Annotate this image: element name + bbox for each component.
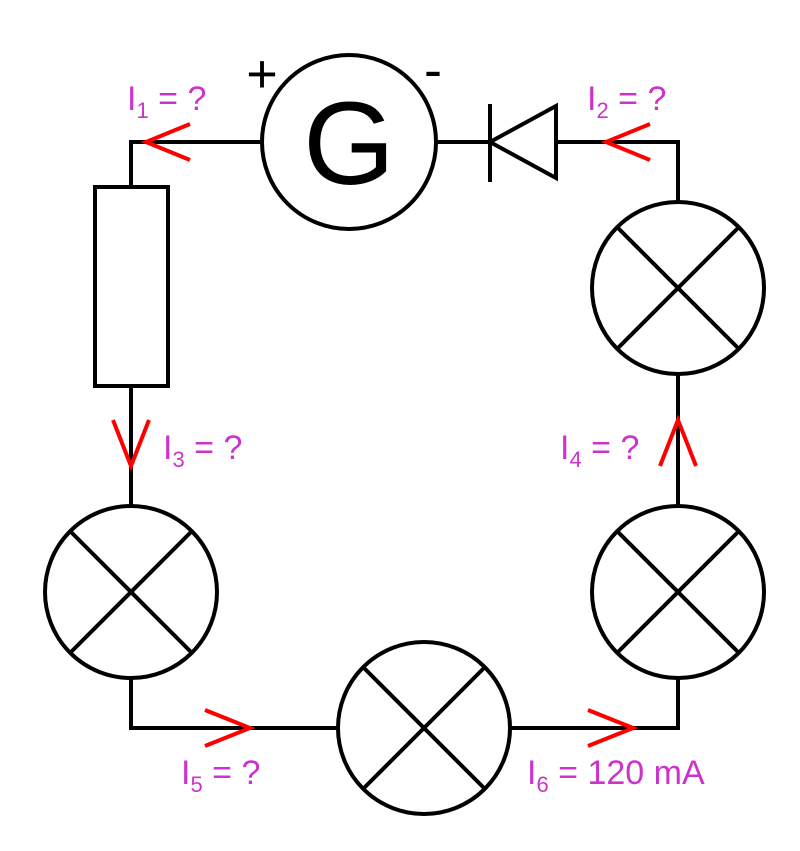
arrow-i4-up — [658, 414, 698, 467]
generator-letter: G — [303, 78, 395, 210]
minus-terminal: - — [424, 40, 442, 100]
wires — [129, 140, 680, 730]
label-i1: I1 = ? — [127, 80, 206, 123]
arrow-i2-left — [600, 122, 651, 162]
label-i2-index: 2 — [596, 98, 608, 123]
lamp-cross — [615, 529, 741, 655]
label-i6-index: 6 — [536, 772, 548, 797]
wire-top-left — [129, 140, 262, 187]
lamp-right-top — [590, 200, 766, 376]
arrow-i1-left — [140, 122, 191, 162]
generator: G + - — [246, 40, 442, 231]
label-i2-letter: I — [587, 80, 596, 118]
label-i1-value: = ? — [149, 80, 207, 118]
lamp-cross — [361, 665, 487, 791]
label-i4-index: 4 — [569, 447, 581, 472]
lamp-cross — [615, 225, 741, 351]
lamp-bottom — [336, 640, 512, 816]
label-i2-value: = ? — [609, 80, 667, 118]
label-i4-value: = ? — [582, 429, 640, 467]
wire-bottom-left — [129, 678, 338, 730]
diode-triangle — [485, 102, 558, 182]
label-i5-index: 5 — [190, 772, 202, 797]
wire-bottom-right — [509, 678, 680, 730]
label-i1-index: 1 — [136, 98, 148, 123]
label-i6: I6 = 120 mA — [527, 754, 705, 797]
label-i1-letter: I — [127, 80, 136, 118]
label-i5: I5 = ? — [181, 754, 260, 797]
lamp-cross — [68, 529, 194, 655]
resistor — [93, 185, 170, 388]
label-i5-value: = ? — [203, 754, 261, 792]
current-labels: I1 = ? I2 = ? I3 = ? I4 = ? I5 = ? I6 = … — [127, 80, 705, 797]
arrow-i6-right — [587, 708, 639, 748]
label-i4-letter: I — [560, 429, 569, 467]
wire-top-right — [558, 140, 680, 203]
lamp-left — [43, 504, 219, 680]
label-i3-letter: I — [163, 429, 172, 467]
diode — [485, 102, 558, 182]
label-i3-index: 3 — [172, 447, 184, 472]
label-i6-letter: I — [527, 754, 536, 792]
label-i3-value: = ? — [185, 429, 243, 467]
label-i2: I2 = ? — [587, 80, 666, 123]
lamp-right-bottom — [590, 504, 766, 680]
arrow-i3-down — [111, 419, 151, 472]
arrow-i5-right — [204, 708, 256, 748]
label-i4: I4 = ? — [560, 429, 639, 472]
generator-circle — [260, 53, 438, 231]
plus-terminal: + — [246, 44, 278, 104]
label-i3: I3 = ? — [163, 429, 242, 472]
current-arrows — [111, 122, 698, 748]
label-i6-value: = 120 mA — [549, 754, 705, 792]
label-i5-letter: I — [181, 754, 190, 792]
